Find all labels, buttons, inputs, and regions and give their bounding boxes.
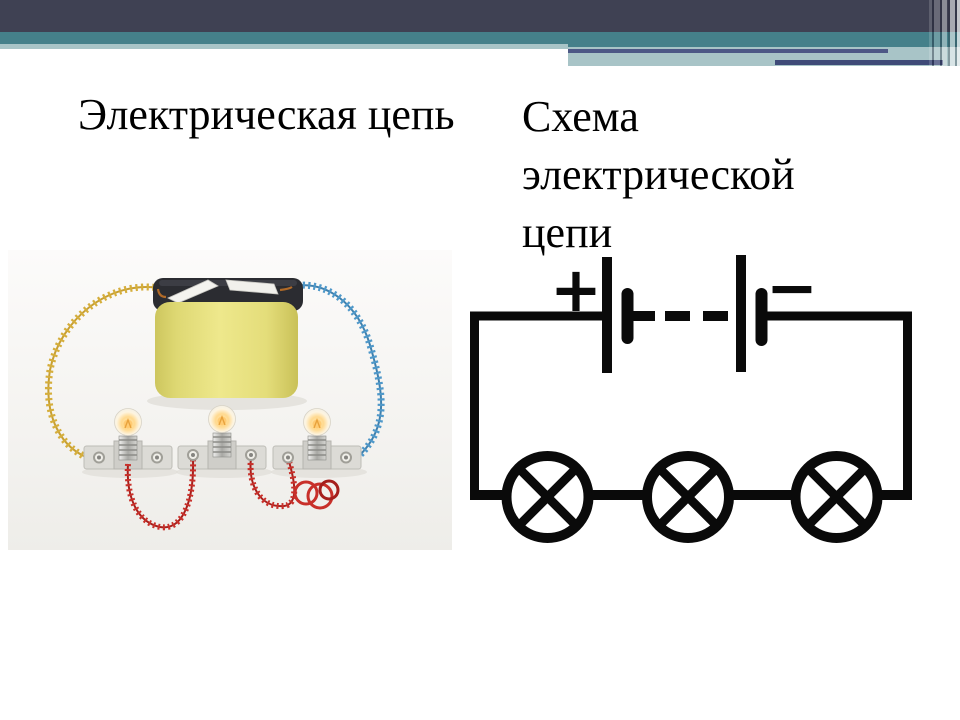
- stripe: [956, 0, 960, 66]
- stripe: [950, 0, 955, 66]
- lamp-photo: [114, 408, 142, 461]
- stripe: [932, 0, 934, 66]
- lamp-symbol: [790, 451, 883, 543]
- lamp-photo: [303, 408, 331, 461]
- stripe: [933, 0, 940, 66]
- lamp-symbol: [501, 451, 594, 543]
- teal-stripe-right-extension: [568, 44, 960, 47]
- stripe: [929, 0, 932, 66]
- lamp-symbol: [642, 451, 734, 543]
- lamps: [114, 405, 331, 461]
- accent-line-bottom: [775, 60, 943, 65]
- left-title: Электрическая цепь: [78, 90, 455, 139]
- stripe: [942, 0, 947, 66]
- right-title: Схема электрической цепи: [522, 92, 795, 257]
- minus-sign: −: [766, 251, 818, 324]
- stripe: [947, 0, 950, 66]
- battery-cell-negative: [736, 255, 768, 372]
- lamp-symbols: [501, 451, 883, 543]
- teal-stripe: [0, 32, 960, 44]
- accent-line-top: [568, 49, 888, 53]
- battery-cell-positive: [602, 257, 634, 373]
- pale-stripe: [0, 44, 960, 49]
- stripe: [955, 0, 957, 66]
- plus-sign: +: [550, 253, 602, 326]
- corner-vertical-stripes: [929, 0, 960, 66]
- lamp-photo: [208, 405, 236, 458]
- battery-terminal-strip: [167, 279, 219, 304]
- circuit-schematic: + −: [470, 251, 912, 543]
- circuit-photo: [8, 250, 452, 550]
- battery-photo: [153, 278, 303, 398]
- red-coil-wires: [124, 457, 340, 531]
- battery-terminal-strip: [225, 279, 279, 295]
- top-dark-bar: [0, 0, 960, 32]
- bracket-holes: [93, 449, 352, 464]
- battery-body: [155, 302, 298, 398]
- stripe: [940, 0, 942, 66]
